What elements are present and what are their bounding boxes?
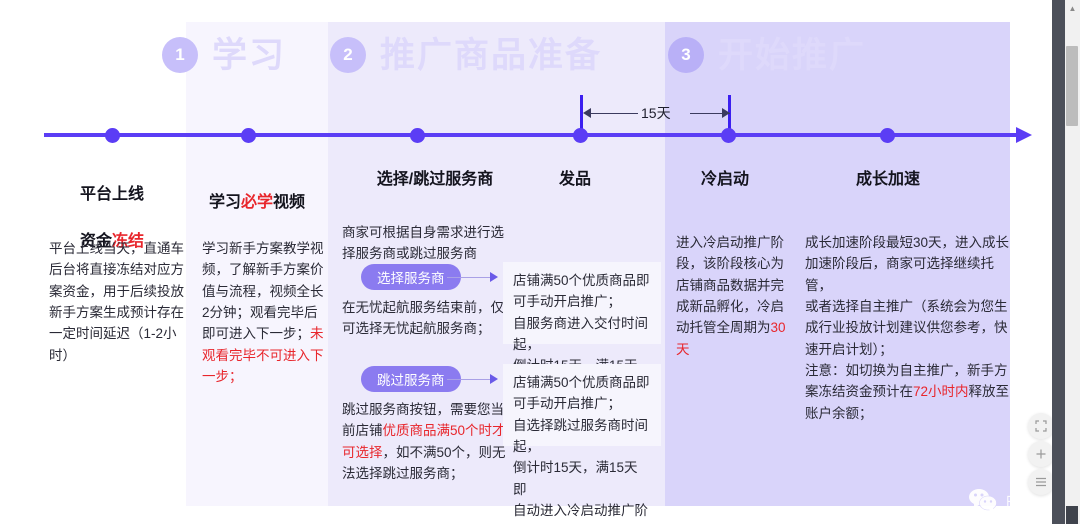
step-body-6-highlight: 72小时内 bbox=[913, 384, 969, 400]
info-box-select-flow: 店铺满50个优质商品即 可手动开启推广； 自服务商进入交付时间起， 倒计时15天… bbox=[503, 262, 661, 437]
step-3-intro: 商家可根据自身需求进行选 择服务商或跳过服务商 bbox=[342, 225, 504, 262]
info-box-skip-flow: 店铺满50个优质商品即 可手动开启推广； 自选择跳过服务商时间起， 倒计时15天… bbox=[503, 364, 661, 518]
side-panel-strip bbox=[1052, 0, 1065, 524]
watermark: 晓懂 bbox=[968, 488, 1042, 514]
step-title-1-line2: 资金 bbox=[79, 232, 112, 250]
dimension-arrow-left bbox=[583, 108, 591, 118]
timeline-axis bbox=[44, 133, 1020, 137]
step-title-1-line1: 平台上线 bbox=[79, 186, 144, 204]
phase-band-3 bbox=[665, 22, 1010, 506]
timeline-node-1[interactable] bbox=[105, 128, 120, 143]
connector-line-a bbox=[447, 277, 491, 278]
phase-title-2: 推广商品准备 bbox=[380, 35, 603, 75]
step-3-body-b-plain1: 跳过服务商按钮，需要您当 前店铺 bbox=[342, 402, 504, 439]
dimension-arrow-right bbox=[722, 108, 730, 118]
phase-title-1: 学习 bbox=[212, 35, 287, 75]
list-icon bbox=[1036, 477, 1046, 487]
step-title-2-plain2: 视频 bbox=[273, 194, 306, 212]
connector-arrow-a bbox=[490, 272, 498, 282]
step-body-5: 进入冷启动推广阶 段，该阶段核心为 店铺商品数据并完 成新品孵化，冷启 动托管全… bbox=[676, 232, 798, 360]
scrollbar-track[interactable] bbox=[1065, 0, 1080, 524]
phase-badge-3: 3 bbox=[668, 37, 704, 73]
step-title-5: 冷启动 bbox=[700, 171, 749, 188]
info-box-skip-flow-text: 店铺满50个优质商品即 可手动开启推广； 自选择跳过服务商时间起， 倒计时15天… bbox=[513, 375, 650, 518]
phase-badge-2: 2 bbox=[330, 37, 366, 73]
dimension-tick-start bbox=[580, 95, 583, 133]
pill-skip-provider[interactable]: 跳过服务商 bbox=[361, 366, 461, 392]
step-body-6-plain1: 成长加速阶段最短30天，进入成长 加速阶段后，商家可选择继续托管， 或者选择自主… bbox=[805, 235, 1010, 400]
step-title-3: 选择/跳过服务商 bbox=[376, 171, 494, 188]
step-3-body-a: 在无忧起航服务结束前，仅 可选择无忧起航服务商； bbox=[342, 300, 504, 337]
phase-band-1 bbox=[186, 22, 328, 506]
step-3-body-b-highlight: 优质商品满50个时才 可选择 bbox=[342, 423, 506, 460]
phase-header-2: 2 推广商品准备 bbox=[330, 30, 602, 80]
step-body-5-plain: 进入冷启动推广阶 段，该阶段核心为 店铺商品数据并完 成新品孵化，冷启 动托管全… bbox=[676, 235, 784, 336]
step-3-body-b: 跳过服务商按钮，需要您当 前店铺优质商品满50个时才 可选择，如不满50个，则无… bbox=[342, 399, 537, 484]
dimension-line-left bbox=[586, 113, 638, 114]
timeline-node-6[interactable] bbox=[880, 128, 895, 143]
step-body-5-highlight: 30 天 bbox=[676, 320, 786, 357]
step-3-body-b-plain2: ，如不满50个，则无 法选择跳过服务商； bbox=[342, 444, 506, 481]
step-body-6-plain2: 释放至 账户余额； bbox=[805, 384, 1010, 421]
watermark-text: 晓懂 bbox=[1006, 493, 1042, 513]
connector-arrow-b bbox=[490, 374, 498, 384]
step-body-2: 学习新手方案教学视 频，了解新手方案价 值与流程，视频全长 2分钟；观看完毕后 … bbox=[202, 238, 330, 387]
step-title-1: 平台上线 资金冻结 bbox=[42, 160, 182, 253]
fullscreen-button[interactable] bbox=[1028, 413, 1052, 439]
timeline-node-2[interactable] bbox=[241, 128, 256, 143]
step-body-2-plain: 学习新手方案教学视 频，了解新手方案价 值与流程，视频全长 2分钟；观看完毕后 … bbox=[202, 241, 324, 342]
timeline-node-5[interactable] bbox=[721, 128, 736, 143]
plus-icon bbox=[1036, 449, 1046, 459]
phase-badge-1: 1 bbox=[162, 37, 198, 73]
phase-header-3: 3 开始推广 bbox=[668, 30, 866, 80]
diagram-canvas: 1 学习 2 推广商品准备 3 开始推广 15天 平台上线 资金冻结 bbox=[42, 22, 1052, 518]
step-body-1: 平台上线当天，直通车 后台将直接冻结对应方 案资金，用于后续投放 新手方案生成预… bbox=[49, 241, 184, 363]
step-title-1-highlight: 冻结 bbox=[112, 232, 145, 250]
timeline-node-3[interactable] bbox=[410, 128, 425, 143]
step-title-2-highlight: 必学 bbox=[240, 194, 273, 212]
step-body-2-highlight: 未 观看完毕不可进入下 一步； bbox=[202, 326, 324, 384]
connector-line-b bbox=[447, 379, 491, 380]
zoom-in-button[interactable] bbox=[1028, 441, 1052, 467]
step-body-6: 成长加速阶段最短30天，进入成长 加速阶段后，商家可选择继续托管， 或者选择自主… bbox=[805, 232, 1020, 424]
phase-header-1: 1 学习 bbox=[162, 30, 286, 80]
dimension-label-15days: 15天 bbox=[641, 105, 671, 121]
scrollbar-up-arrow[interactable]: ▲ bbox=[1068, 4, 1077, 13]
timeline-arrow-icon bbox=[1016, 127, 1032, 143]
step-title-2-plain1: 学习 bbox=[208, 194, 241, 212]
fullscreen-icon bbox=[1035, 420, 1047, 432]
pill-select-provider[interactable]: 选择服务商 bbox=[361, 264, 461, 290]
step-title-4: 发品 bbox=[558, 171, 591, 188]
scrollbar-thumb[interactable] bbox=[1066, 46, 1078, 126]
step-title-2: 学习必学视频 bbox=[190, 168, 324, 214]
scrollbar-bottom-block[interactable] bbox=[1066, 506, 1078, 524]
wechat-icon bbox=[969, 489, 997, 513]
step-title-6: 成长加速 bbox=[855, 171, 920, 188]
phase-title-3: 开始推广 bbox=[718, 35, 867, 75]
timeline-node-4[interactable] bbox=[573, 128, 588, 143]
more-button[interactable] bbox=[1028, 469, 1052, 495]
dimension-line-right bbox=[690, 113, 730, 114]
